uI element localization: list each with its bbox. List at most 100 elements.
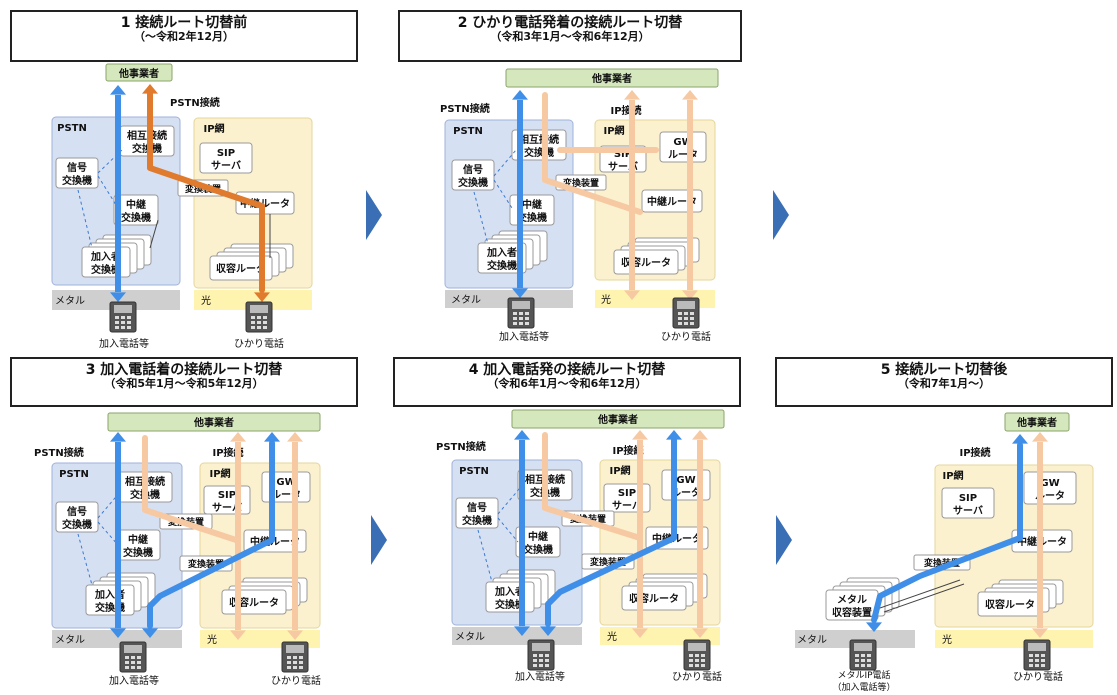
p3-hikari-phone-icon-key-0-1: [293, 656, 297, 659]
p1-relay-switch-label-1: 中継: [126, 198, 146, 211]
p1-subscriber-switch-label-1: 加入者: [90, 250, 121, 263]
p2-hikari-phone-icon-key-1-1: [684, 317, 688, 320]
p5-sip-server-box: [941, 487, 995, 519]
p1-hikari-phone-icon-key-0-1: [257, 316, 261, 319]
flow-chevron-1: [366, 190, 382, 240]
p3-ip-label: IP網: [209, 467, 230, 480]
p2-pstn-label: PSTN: [453, 126, 483, 137]
panel-5-period: （令和7年1月～）: [897, 377, 991, 391]
p4-pstn-conn-label: PSTN接続: [436, 440, 486, 453]
p4-hikari-phone-icon-key-0-1: [695, 654, 699, 657]
p4-hikari-phone-icon-key-1-2: [701, 659, 705, 662]
p1-hikari-phone-icon-key-1-2: [263, 321, 267, 324]
p5-carrier-label: 他事業者: [1016, 416, 1057, 429]
p1-orange-head-top: [142, 84, 158, 94]
p4-signal-switch-label-2: 交換機: [462, 514, 492, 527]
p3-sub-phone-icon-key-0-2: [137, 656, 141, 659]
p5-metal-ip-phone-icon-key-2-2: [867, 664, 871, 667]
p5-metal-ip-phone-icon-key-2-1: [861, 664, 865, 667]
p5-blue-route-head-top: [1012, 434, 1028, 444]
p2-sub-phone-icon-key-2-1: [519, 322, 523, 325]
p1-orange-route: [147, 89, 265, 293]
p1-sub-phone-icon-key-1-0: [115, 321, 119, 324]
p1-sub-phone-icon-key-1-2: [127, 321, 131, 324]
p3-sub-phone-icon-key-0-0: [125, 656, 129, 659]
p1-signal-switch-label-2: 交換機: [62, 174, 92, 187]
p5-blue-route-head-bottom: [866, 622, 882, 632]
p1-hikari-phone-icon-key-2-0: [251, 326, 255, 329]
p1-hikari-phone-icon-screen: [250, 305, 268, 313]
p2-subscriber-switch-box: [477, 242, 527, 274]
p5-hikari-phone-icon-key-0-1: [1035, 654, 1039, 657]
p4-hikari-phone-icon-key-1-0: [689, 659, 693, 662]
p3-orange-arrow-left-head-top: [230, 432, 246, 442]
p2-orange-arrow-left-head-top: [624, 90, 640, 100]
panel-1-period: （～令和2年12月）: [134, 30, 234, 44]
panel-4-period: （令和6年1月～令和6年12月）: [487, 377, 647, 391]
p2-hikari-phone-icon-key-1-0: [678, 317, 682, 320]
p1-hikari-phone-label: ひかり電話: [234, 337, 284, 350]
p1-carrier-label: 他事業者: [118, 67, 159, 80]
p1-relay-switch-label-2: 交換機: [121, 211, 151, 224]
p2-sub-phone-icon-key-1-0: [513, 317, 517, 320]
p2-ip-label: IP網: [603, 124, 624, 137]
p3-sub-phone-label: 加入電話等: [109, 674, 159, 687]
p2-carrier-box: [505, 68, 719, 88]
p1-hikari-phone-icon-key-0-2: [263, 316, 267, 319]
p5-hikari-phone-icon-key-2-0: [1029, 664, 1033, 667]
p1-orange-head-bottom: [254, 292, 270, 302]
p2-sub-phone-icon-key-2-2: [525, 322, 529, 325]
p5-metal-ip-phone-label-2: （加入電話等）: [832, 681, 895, 693]
p2-hikari-phone-icon-key-2-0: [678, 322, 682, 325]
p5-gw-router-label-1: GW: [1040, 478, 1059, 489]
p5-orange-arrow-right-head-top: [1032, 432, 1048, 442]
p4-access-router-label: 収容ルータ: [629, 592, 679, 605]
p5-sip-server-label-2: サーバ: [953, 505, 983, 517]
p3-hikari-phone-icon-key-1-0: [287, 661, 291, 664]
p4-blue-route-head-bottom: [540, 626, 556, 636]
p3-signal-switch-box: [55, 501, 99, 533]
p2-ip-conn-label: IP接続: [610, 104, 641, 117]
p3-signal-switch-label-1: 信号: [67, 505, 87, 518]
p5-blue-route: [871, 442, 1023, 623]
p5-hikari-phone-label: ひかり電話: [1013, 670, 1063, 683]
p3-sub-phone-icon-key-2-2: [137, 666, 141, 669]
p2-orange-arrow-right-head-top: [682, 90, 698, 100]
p3-blue-arrow-left-head-bottom: [110, 628, 126, 638]
p5-hikari-phone-icon-key-2-1: [1035, 664, 1039, 667]
p3-sub-phone-icon-key-1-0: [125, 661, 129, 664]
p1-relay-switch-box: [113, 194, 159, 226]
p4-sub-phone-icon-key-1-1: [539, 659, 543, 662]
p2-gw-router-box: [659, 131, 707, 163]
p1-carrier-box: [105, 63, 173, 82]
p1-hikari-phone-icon-key-1-1: [257, 321, 261, 324]
p5-wire-2: [883, 583, 965, 613]
p5-light-bar: [935, 630, 1093, 648]
p5-metal-access-unit-label-2: 収容装置: [832, 606, 872, 619]
p5-sip-server-label-1: SIP: [959, 493, 977, 504]
p5-hikari-phone-icon-key-2-2: [1041, 664, 1045, 667]
p1-access-router-label: 収容ルータ: [216, 262, 266, 275]
p3-pstn-label: PSTN: [59, 469, 89, 480]
p1-metal-label: メタル: [55, 295, 85, 307]
p3-carrier-label: 他事業者: [193, 416, 234, 429]
p4-blue-route-head-top: [666, 430, 682, 440]
p4-blue-route: [545, 437, 677, 627]
p1-sip-server-label-2: サーバ: [211, 160, 241, 172]
p2-sub-phone-icon-screen: [512, 301, 530, 309]
p1-sip-server-label-1: SIP: [217, 148, 235, 159]
p5-metal-ip-phone-icon-screen: [854, 643, 872, 651]
p1-metal-bar: [52, 290, 180, 310]
p5-access-router-label: 収容ルータ: [985, 598, 1035, 611]
p3-sip-server-label-1: SIP: [218, 490, 236, 501]
p4-sip-server-label-2: サーバ: [612, 500, 642, 512]
p4-blue-arrow-left-head-bottom: [514, 626, 530, 636]
panel-5-title: 5 接続ルート切替後 （令和7年1月～）: [775, 357, 1113, 407]
flow-chevron-4: [776, 515, 792, 565]
p3-dash-2: [97, 521, 119, 546]
p1-sub-phone-icon-key-0-0: [115, 316, 119, 319]
p2-hikari-phone-label: ひかり電話: [661, 330, 711, 343]
p4-dash-3: [477, 529, 493, 583]
p2-hikari-phone-icon-key-0-0: [678, 312, 682, 315]
p2-gw-router-label-1: GW: [673, 137, 692, 148]
